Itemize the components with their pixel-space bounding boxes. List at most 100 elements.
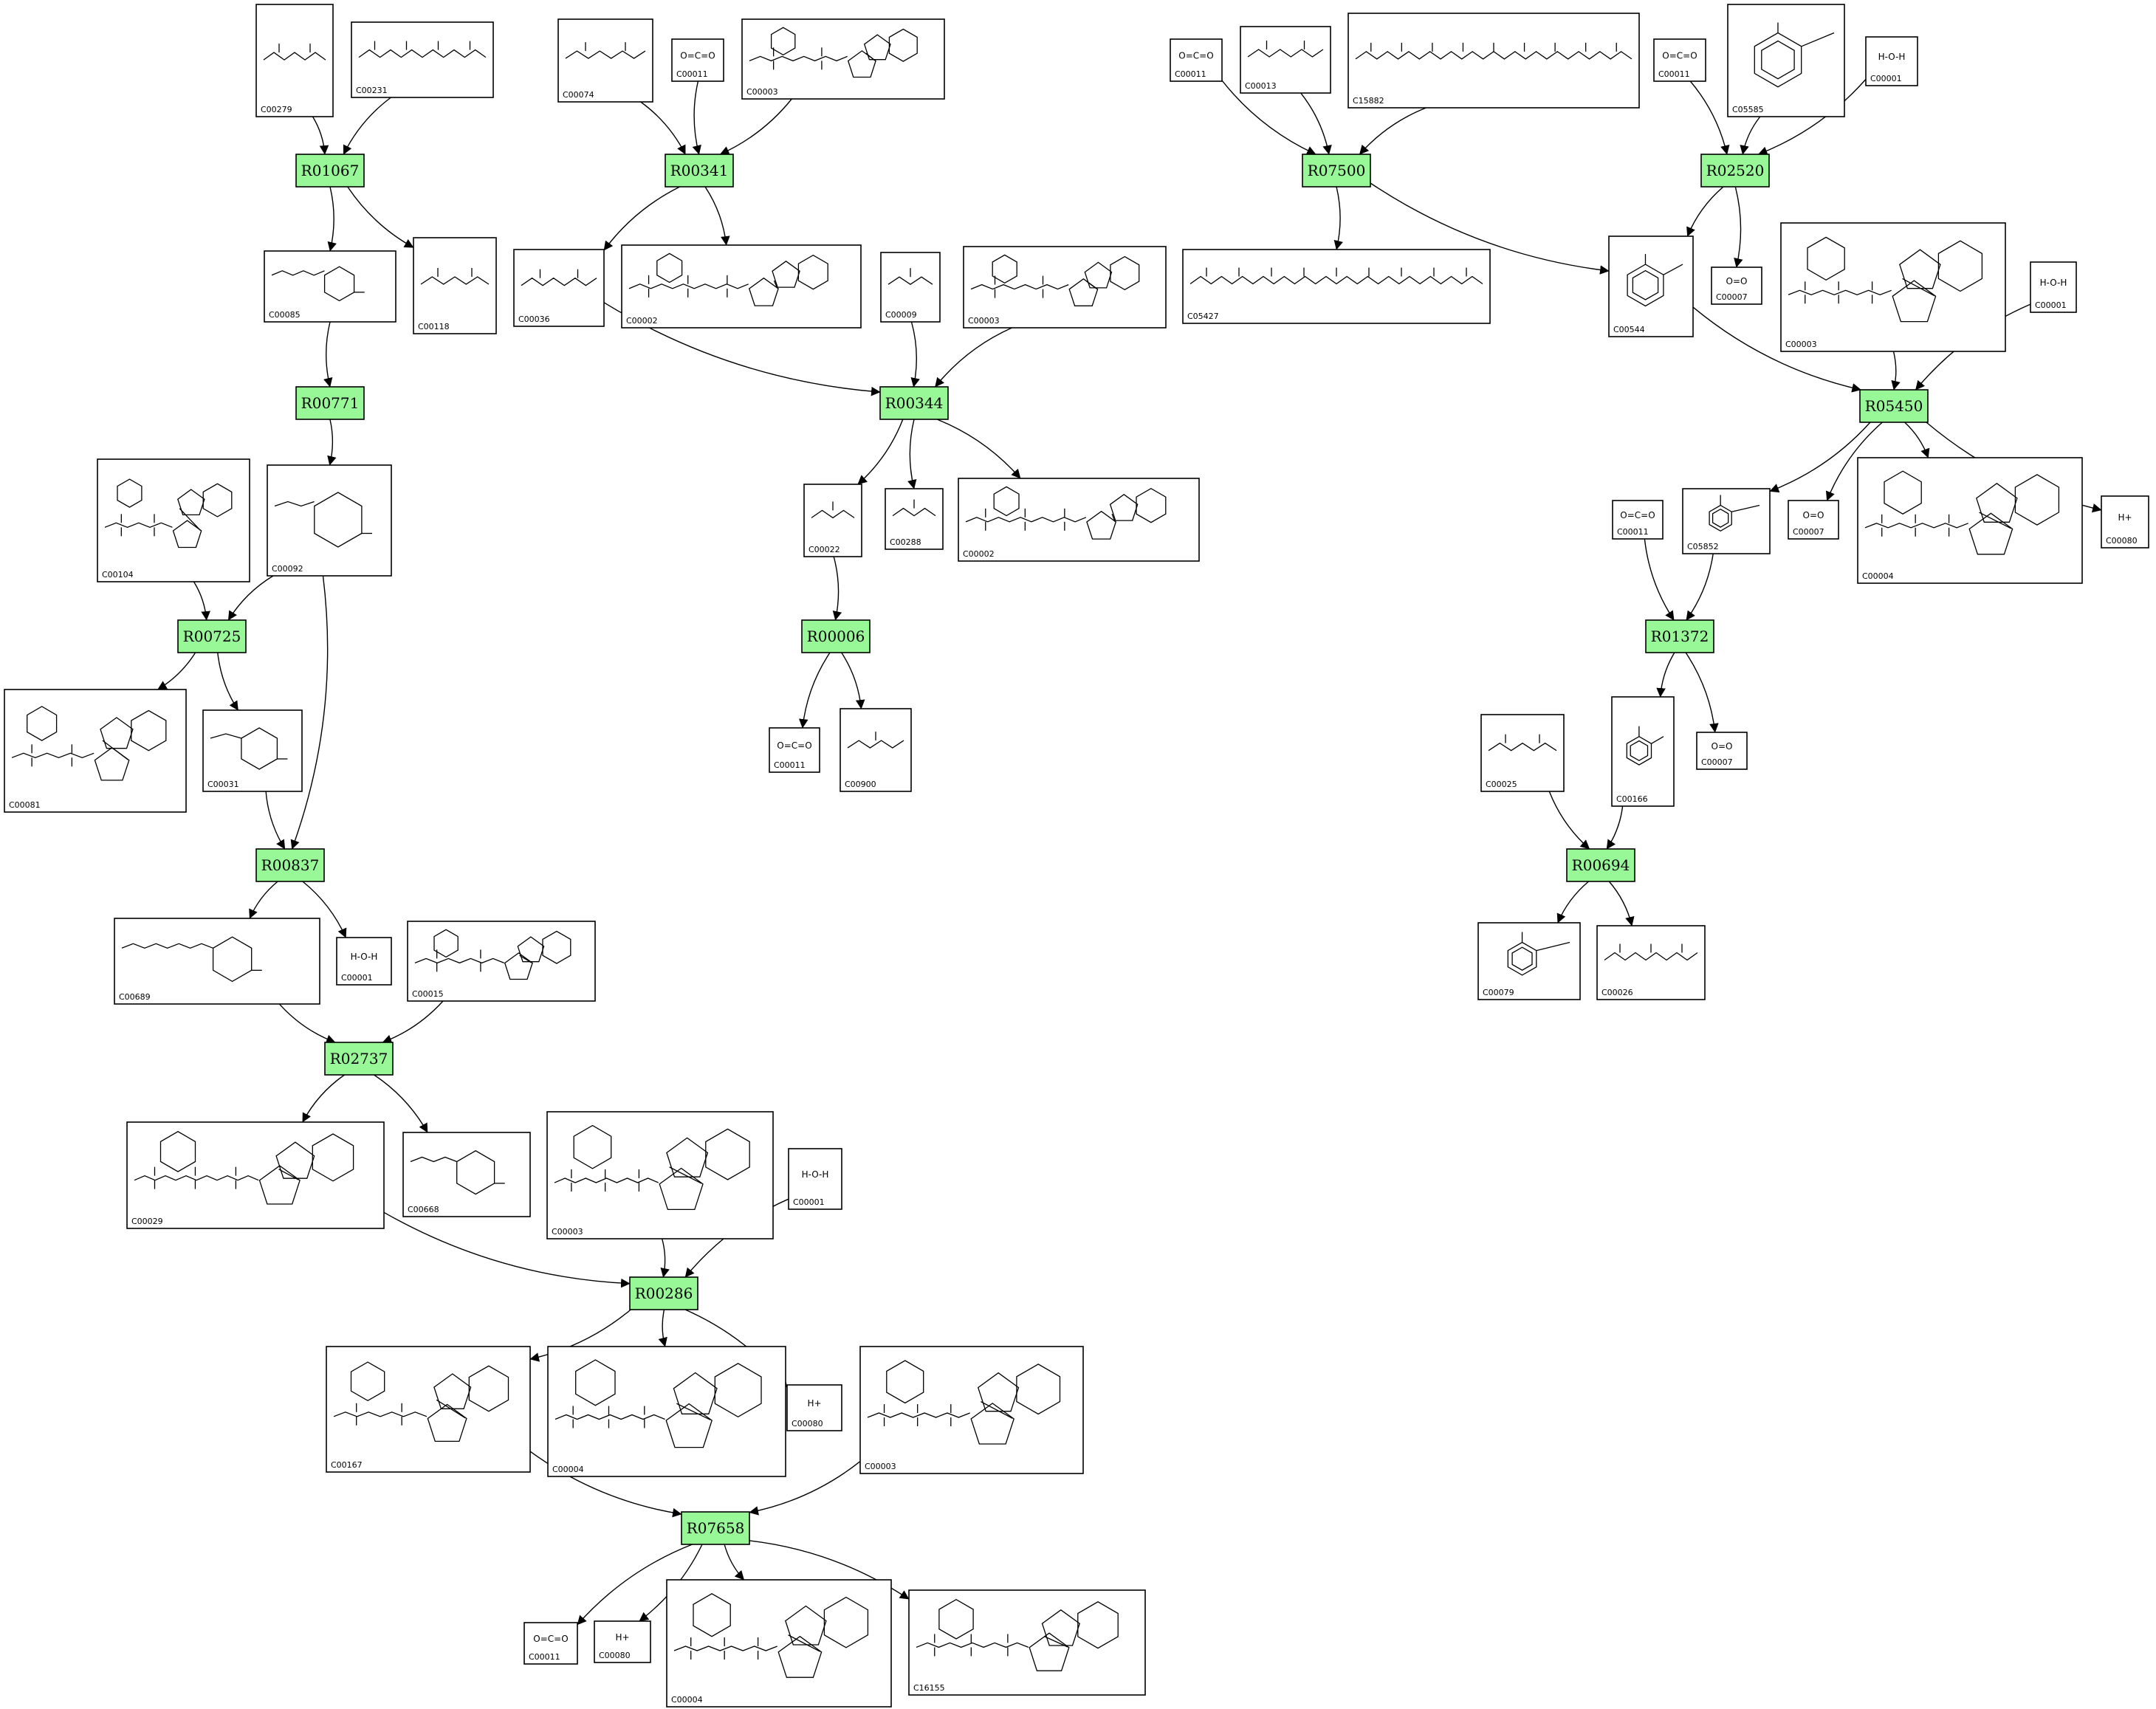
compound-node[interactable]: H+C00080 — [594, 1620, 651, 1663]
compound-node[interactable]: H+C00080 — [2101, 495, 2149, 549]
reaction-edge — [907, 419, 917, 489]
reaction-edge — [302, 1074, 345, 1123]
compound-id: C00015 — [412, 989, 444, 999]
reaction-node[interactable]: R00694 — [1566, 848, 1635, 882]
compound-node[interactable]: C00031 — [202, 709, 303, 792]
compound-node[interactable]: C05585 — [1727, 4, 1845, 117]
reaction-edge — [290, 575, 329, 850]
reaction-edge — [323, 321, 333, 388]
compound-node[interactable]: C00004 — [1857, 457, 2083, 584]
compound-node[interactable]: C00009 — [880, 252, 941, 323]
reaction-node[interactable]: R00286 — [629, 1276, 698, 1310]
compound-id: C00029 — [131, 1217, 163, 1226]
compound-id: C00003 — [1785, 340, 1817, 349]
compound-node[interactable]: C00013 — [1240, 26, 1331, 94]
reaction-node[interactable]: R01067 — [295, 154, 365, 188]
reaction-node[interactable]: R00344 — [879, 386, 949, 420]
structure-drawing — [263, 44, 326, 61]
reaction-node[interactable]: R01372 — [1645, 619, 1714, 653]
compound-box — [523, 1622, 578, 1665]
reaction-node[interactable]: R00006 — [801, 619, 871, 653]
compound-id: C00085 — [269, 310, 301, 320]
compound-node[interactable]: C00689 — [114, 918, 320, 1005]
compound-node[interactable]: C00104 — [97, 458, 250, 582]
compound-node[interactable]: C00231 — [351, 21, 494, 98]
compound-node[interactable]: C00079 — [1477, 922, 1581, 1000]
compound-node[interactable]: C00279 — [255, 4, 334, 117]
compound-node[interactable]: C00003 — [546, 1111, 774, 1239]
compound-node[interactable]: C00085 — [264, 250, 396, 323]
compound-node[interactable]: C00036 — [513, 249, 605, 327]
compound-node[interactable]: C16155 — [908, 1589, 1146, 1696]
compound-node[interactable]: C00015 — [407, 921, 596, 1002]
reaction-node[interactable]: R00837 — [255, 848, 325, 882]
reaction-edge — [1740, 116, 1761, 155]
compound-node[interactable]: C15882 — [1348, 13, 1640, 109]
compound-id: C00544 — [1613, 325, 1645, 334]
reaction-node[interactable]: R05450 — [1859, 389, 1929, 423]
reaction-node[interactable]: R02520 — [1700, 154, 1770, 188]
reaction-node[interactable]: R00341 — [665, 154, 734, 188]
reaction-edge — [227, 575, 274, 621]
compound-node[interactable]: C00004 — [666, 1579, 892, 1708]
structure-drawing — [1488, 734, 1557, 752]
compound-id: C00001 — [2035, 300, 2067, 310]
compound-node[interactable]: C00668 — [402, 1132, 531, 1217]
compound-id: C00011 — [1175, 69, 1206, 79]
compound-node[interactable]: C00166 — [1611, 696, 1675, 807]
reaction-node[interactable]: R00771 — [295, 386, 365, 420]
compound-id: C00001 — [1870, 74, 1902, 83]
compound-node[interactable]: C00003 — [963, 246, 1167, 329]
compound-node[interactable]: C00026 — [1596, 925, 1706, 1000]
compound-node[interactable]: C00544 — [1608, 235, 1694, 337]
compound-node[interactable]: C00092 — [267, 464, 392, 577]
compound-node[interactable]: C00167 — [326, 1346, 531, 1473]
compound-node[interactable]: C00288 — [885, 488, 944, 550]
compound-node[interactable]: C00074 — [557, 18, 653, 103]
compound-box — [786, 1384, 842, 1431]
reaction-edge — [193, 581, 210, 621]
compound-box — [351, 21, 494, 98]
compound-node[interactable]: C00081 — [4, 689, 187, 813]
compound-node[interactable]: C05427 — [1182, 249, 1491, 324]
compound-node[interactable]: C00003 — [741, 18, 945, 100]
compound-box — [4, 689, 187, 813]
compound-node[interactable]: H+C00080 — [786, 1384, 842, 1431]
reaction-edge — [936, 419, 1021, 479]
compound-node[interactable]: H-O-H C00001 — [1865, 36, 1918, 86]
compound-node[interactable]: C00900 — [840, 708, 912, 792]
reaction-node[interactable]: R00725 — [177, 619, 247, 653]
reaction-id: R00771 — [301, 394, 360, 412]
reaction-node[interactable]: R07500 — [1302, 154, 1371, 188]
reaction-node[interactable]: R07658 — [681, 1511, 750, 1545]
compound-node[interactable]: C00004 — [547, 1346, 786, 1477]
compound-box — [621, 244, 862, 329]
compound-node[interactable]: C00003 — [859, 1346, 1084, 1474]
compound-node[interactable]: C00025 — [1480, 714, 1565, 792]
compound-box — [1182, 249, 1491, 324]
reaction-edge — [640, 101, 686, 155]
compound-node[interactable]: C00022 — [803, 484, 862, 557]
molecule-formula: H-O-H — [1878, 52, 1906, 62]
reaction-edge — [1757, 78, 1867, 156]
molecule-formula: O=O — [1726, 276, 1748, 286]
compound-node[interactable]: C00002 — [958, 478, 1200, 562]
compound-node[interactable]: C05852 — [1682, 488, 1771, 554]
compound-node[interactable]: C00002 — [621, 244, 862, 329]
compound-node[interactable]: C00003 — [1780, 222, 2006, 352]
compound-node[interactable]: C00118 — [413, 237, 497, 334]
compound-node[interactable]: C00029 — [126, 1121, 385, 1229]
reaction-node[interactable]: R02737 — [324, 1042, 394, 1076]
